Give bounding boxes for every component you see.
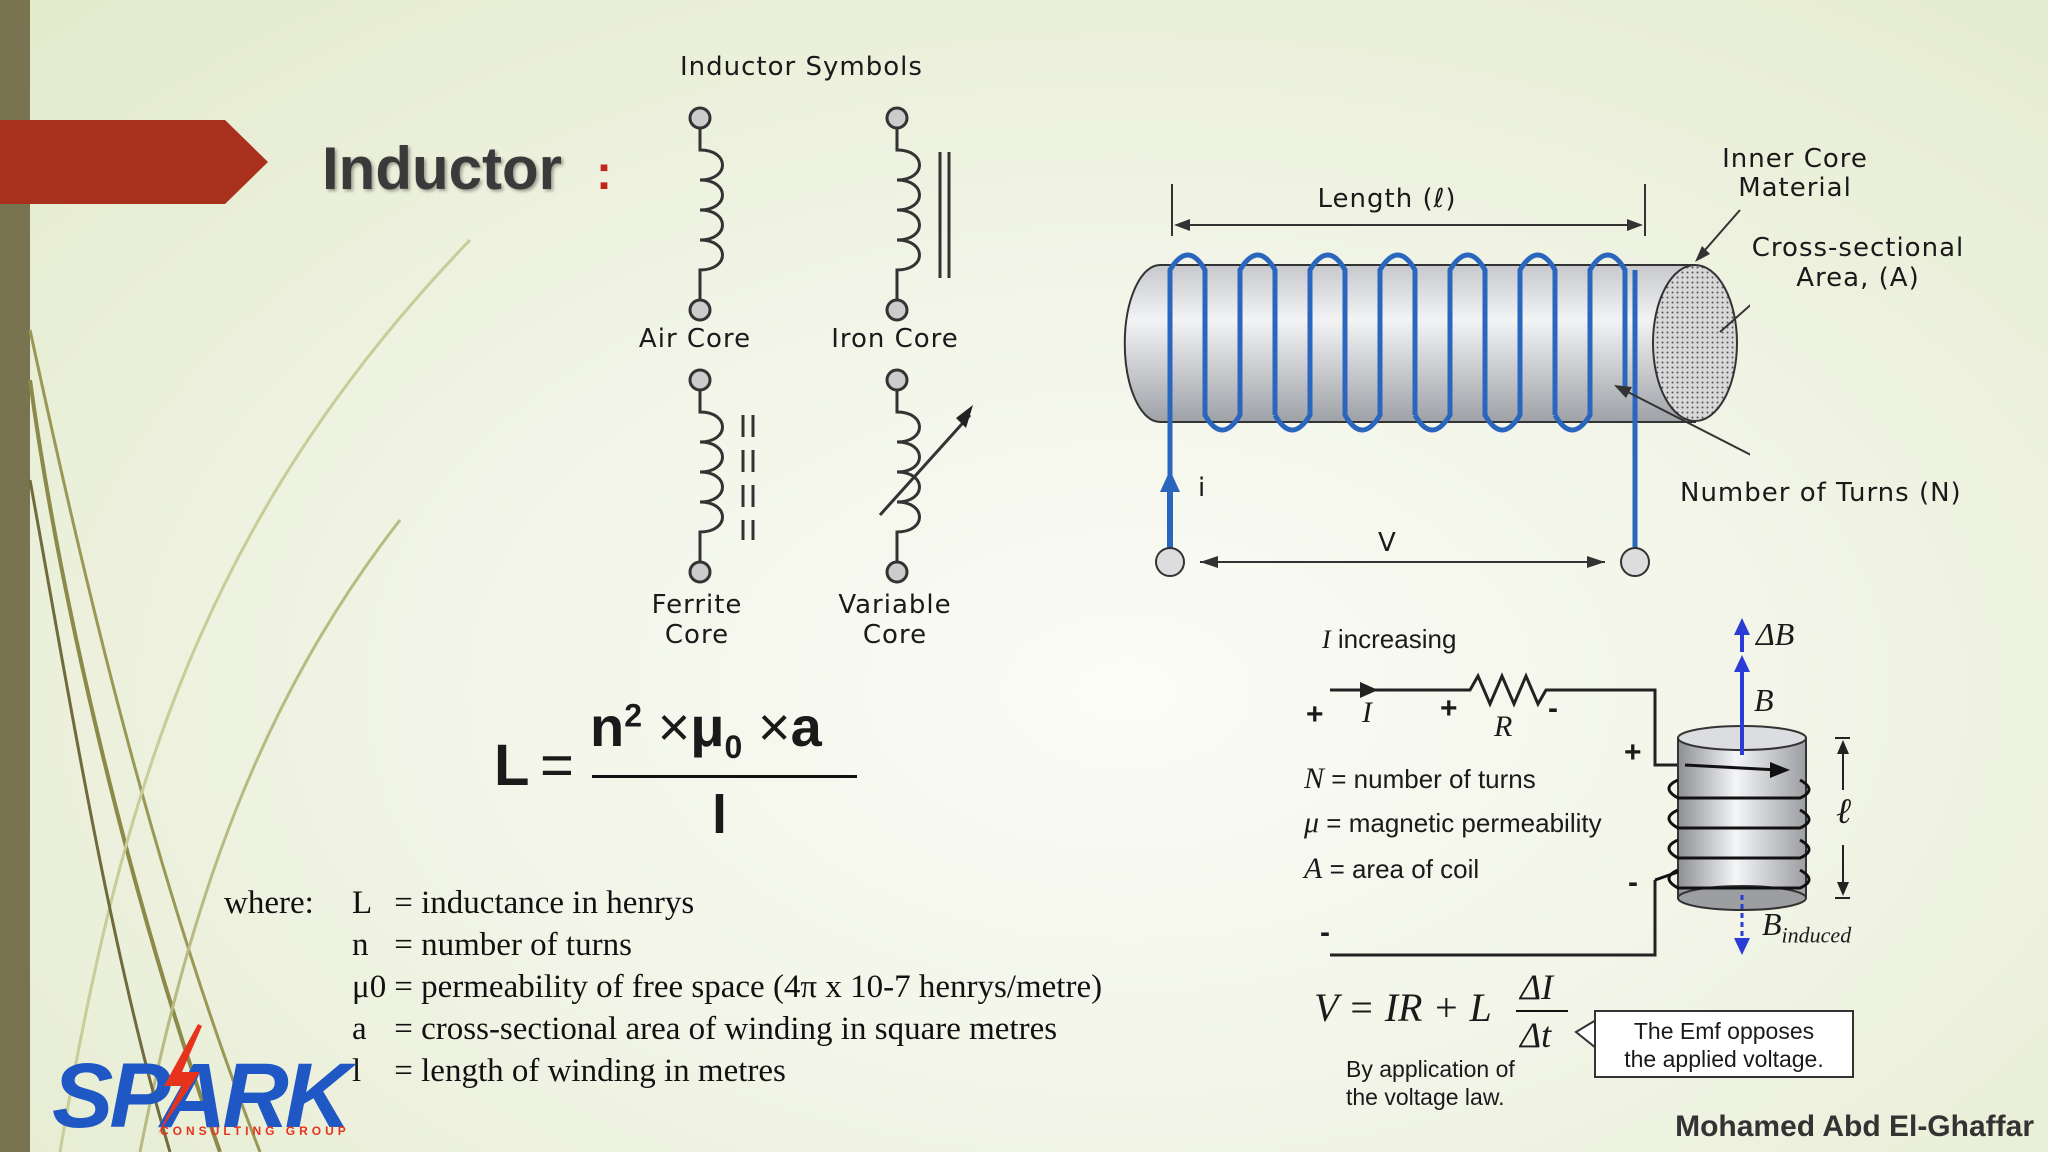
current-label: i xyxy=(1198,473,1207,503)
minus-sign-left: - xyxy=(1320,916,1330,949)
current-symbol-i: I xyxy=(1362,696,1372,729)
title-arrow-shape xyxy=(0,120,268,204)
air-core-label: Air Core xyxy=(638,324,752,354)
ferrite-core-label-line2: Core xyxy=(664,620,730,650)
iron-core-label: Iron Core xyxy=(831,324,959,354)
turns-label: Number of Turns (N) xyxy=(1680,478,1962,508)
times-sign-2: × xyxy=(757,695,791,758)
times-sign-1: × xyxy=(657,695,691,758)
where-row: L = inductance in henrys xyxy=(352,885,695,921)
b-induced-label: Binduced xyxy=(1762,906,1852,948)
plus-sign-left: + xyxy=(1306,698,1324,731)
solenoid-coil-drawing xyxy=(1123,184,1750,577)
voltage-label: V xyxy=(1378,528,1397,558)
coil-length-label: ℓ xyxy=(1836,791,1851,831)
author-name: Mohamed Abd El-Ghaffar xyxy=(1675,1110,2034,1143)
title-colon: : xyxy=(596,147,612,200)
inner-core-label-line1: Inner Core xyxy=(1722,144,1868,174)
where-row: n = number of turns xyxy=(352,927,632,963)
n-definition: N = number of turns xyxy=(1304,762,1536,795)
slide-title: Inductor xyxy=(322,135,562,202)
voltage-equation-lhs: V = IR + L xyxy=(1314,985,1492,1030)
logo-subtitle: CONSULTING GROUP xyxy=(160,1124,350,1138)
numerator-a: a xyxy=(790,695,822,758)
ferrite-core-label-line1: Ferrite xyxy=(651,590,743,620)
decorative-curves xyxy=(28,238,472,1152)
a-definition: A = area of coil xyxy=(1304,852,1480,885)
where-row: l = length of winding in metres xyxy=(352,1053,786,1089)
delta-b-label: ΔB xyxy=(1756,616,1795,652)
i-increasing-text: I increasing xyxy=(1322,624,1457,654)
minus-sign-coil: - xyxy=(1628,866,1638,899)
voltage-law-note-line2: the voltage law. xyxy=(1346,1084,1505,1110)
mu-subscript: 0 xyxy=(724,729,743,766)
minus-sign-resistor: - xyxy=(1548,692,1558,725)
formula-numerator: n2 ×μ0 ×a xyxy=(590,694,822,766)
voltage-law-note-line1: By application of xyxy=(1346,1056,1515,1082)
lightning-bolt-icon xyxy=(158,1024,202,1134)
b-field-label: B xyxy=(1754,682,1774,718)
inner-core-label-line2: Material xyxy=(1738,173,1852,203)
cross-section-label-line1: Cross-sectional xyxy=(1751,233,1965,263)
voltage-equation-numerator: ΔI xyxy=(1520,967,1554,1007)
where-definitions: L = inductance in henrys n = number of t… xyxy=(352,885,1102,1095)
emf-callout-line2: the applied voltage. xyxy=(1624,1046,1824,1072)
length-label: Length (ℓ) xyxy=(1317,184,1457,214)
resistor-symbol-r: R xyxy=(1494,710,1513,743)
voltage-equation-denominator: Δt xyxy=(1520,1015,1552,1055)
induction-circuit-drawing xyxy=(1330,618,1850,957)
plus-sign-resistor: + xyxy=(1440,692,1458,725)
where-row: μ0 = permeability of free space (4π x 10… xyxy=(352,969,1103,1005)
inductor-symbols-drawing xyxy=(688,106,973,584)
symbols-heading: Inductor Symbols xyxy=(680,52,923,82)
formula-lhs: L xyxy=(494,733,530,798)
where-label: where: xyxy=(224,885,314,921)
plus-sign-coil: + xyxy=(1624,736,1642,769)
emf-callout-box: The Emf opposes the applied voltage. xyxy=(1594,1010,1854,1078)
variable-core-label-line2: Core xyxy=(862,620,928,650)
mu-definition: μ = magnetic permeability xyxy=(1304,806,1602,839)
emf-callout-line1: The Emf opposes xyxy=(1633,1018,1815,1044)
numerator-exponent: 2 xyxy=(624,697,643,734)
formula-denominator: l xyxy=(712,785,728,845)
voltage-equation-fraction-bar xyxy=(1516,1010,1568,1012)
fraction-bar xyxy=(592,775,857,778)
numerator-n: n xyxy=(590,695,625,758)
formula-equals: = xyxy=(540,733,574,798)
numerator-mu: μ xyxy=(690,695,725,758)
cross-section-label-line2: Area, (A) xyxy=(1796,263,1920,293)
where-row: a = cross-sectional area of winding in s… xyxy=(352,1011,1058,1047)
variable-core-label-line1: Variable xyxy=(838,590,952,620)
spark-logo: SPARK xyxy=(52,1045,351,1147)
